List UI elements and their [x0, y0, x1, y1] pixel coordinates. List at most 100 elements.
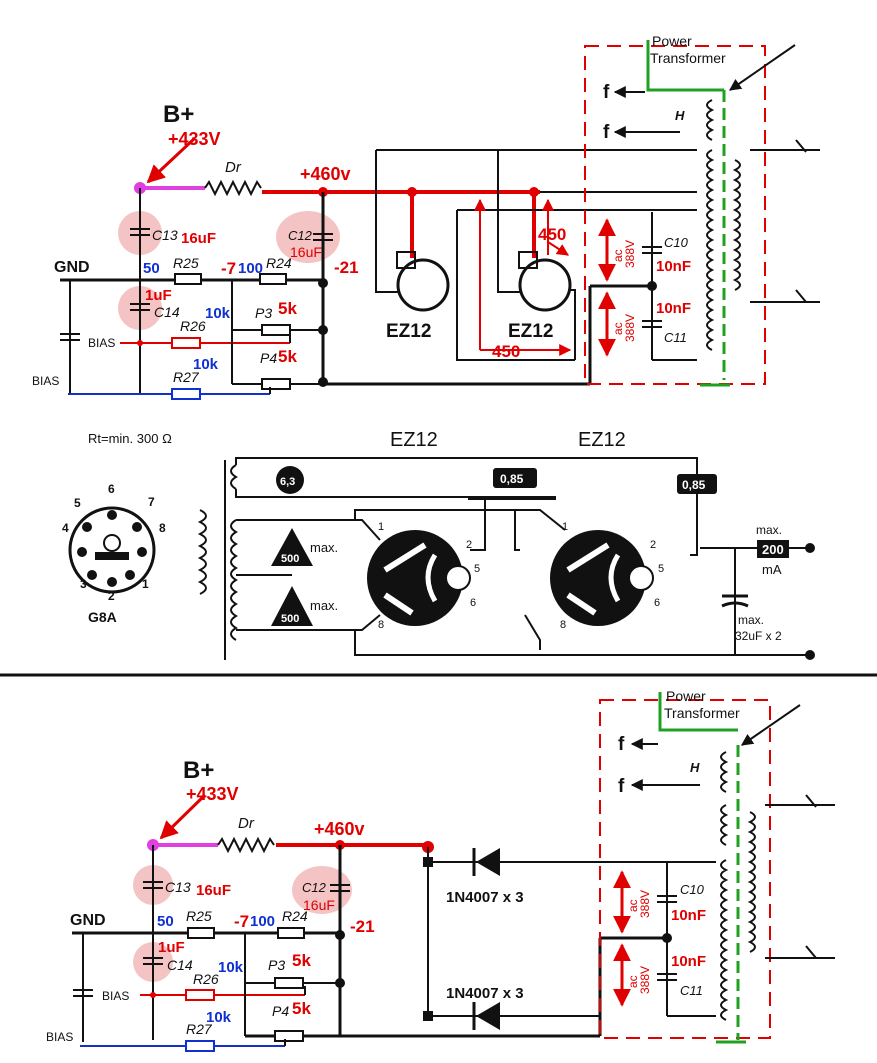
- middle-500a-label: 500: [281, 553, 299, 565]
- middle-085a-label: 0,85: [500, 472, 524, 486]
- top-p4-label: P4: [260, 350, 277, 366]
- p3-pot: [261, 324, 291, 336]
- heater-085-badge-2: [677, 474, 717, 494]
- heater-6-3-badge: [276, 466, 304, 494]
- top-neg7-label: -7: [221, 259, 236, 278]
- tube2-pin-6: 6: [654, 597, 660, 609]
- bottom-diode2-label: 1N4007 x 3: [446, 985, 524, 1002]
- top-bias2-label: BIAS: [32, 374, 59, 388]
- bottom-c10-label: C10: [680, 882, 705, 897]
- 500-triangle-1: [271, 528, 313, 566]
- bplus-arrow: [146, 136, 197, 184]
- socket-pin-6: 6: [108, 482, 115, 496]
- top-ac2-voltage: 388V: [623, 314, 637, 342]
- top-450b-label: 450: [492, 342, 520, 361]
- 500-triangle-2: [271, 586, 313, 626]
- bottom-p4-label: P4: [272, 1003, 289, 1019]
- top-rail-voltage: +460v: [300, 164, 351, 184]
- middle-socket-label: G8A: [88, 609, 117, 625]
- tube1-pin-6: 6: [470, 597, 476, 609]
- power-transformer-box: [584, 45, 766, 385]
- middle-085b-label: 0,85: [682, 478, 706, 492]
- top-gnd-label: GND: [54, 259, 90, 276]
- bottom-p4-value: 5k: [292, 999, 311, 1018]
- middle-200-label: 200: [762, 542, 784, 557]
- diode-2: [476, 1002, 500, 1030]
- ez12-tube-2: [518, 258, 572, 312]
- bottom-pt-line2: Transformer: [664, 705, 740, 721]
- tube1-pin-8: 8: [378, 619, 384, 631]
- top-f1-label: f: [603, 82, 610, 103]
- bottom-c10-value: 10nF: [671, 907, 706, 924]
- top-bias1-label: BIAS: [88, 336, 115, 350]
- top-dr-label: Dr: [225, 159, 242, 176]
- bottom-r25-label: R25: [186, 908, 212, 924]
- bottom-bplus-label: B+: [183, 757, 214, 784]
- bottom-10k-b-label: 10k: [206, 1009, 232, 1026]
- top-c14-label: C14: [154, 304, 180, 320]
- tube1-pin-5: 5: [474, 563, 480, 575]
- middle-maxd-label: max.: [738, 613, 764, 627]
- bottom-c13-label: C13: [165, 879, 191, 895]
- top-labels: B+ +433V Dr +460v C13 16uF C12 16uF GND …: [32, 33, 726, 388]
- bottom-rail-voltage: +460v: [314, 819, 365, 839]
- bottom-c13-value: 16uF: [196, 882, 231, 899]
- top-p3-label: P3: [255, 305, 272, 321]
- top-100-label: 100: [238, 260, 263, 277]
- top-r24-label: R24: [266, 255, 292, 271]
- top-ac2-label: ac: [611, 322, 625, 335]
- top-pt-line1: Power: [652, 33, 692, 49]
- socket-pin-8: 8: [159, 521, 166, 535]
- top-c11-label: C11: [664, 330, 687, 345]
- top-c11-value: 10nF: [656, 300, 691, 317]
- bottom-r27-label: R27: [186, 1021, 213, 1037]
- bottom-bias1-label: BIAS: [102, 989, 129, 1003]
- bottom-100-label: 100: [250, 913, 275, 930]
- top-50-label: 50: [143, 260, 160, 277]
- middle-tube1-label: EZ12: [390, 429, 438, 451]
- middle-rt-label: Rt=min. 300 Ω: [88, 431, 172, 446]
- bottom-pt-line1: Power: [666, 688, 706, 704]
- top-tube2-label: EZ12: [508, 321, 553, 342]
- middle-maxb-label: max.: [310, 598, 338, 613]
- tube2-pin-8: 8: [560, 619, 566, 631]
- 200ma-badge: [757, 540, 789, 558]
- bottom-ac1-label: ac: [626, 899, 640, 912]
- top-ac1-voltage: 388V: [623, 240, 637, 268]
- tube2-pin-5: 5: [658, 563, 664, 575]
- socket-pin-3: 3: [80, 577, 87, 591]
- bottom-h-label: H: [690, 760, 700, 775]
- bottom-b-voltage: +433V: [186, 784, 239, 804]
- top-r27-label: R27: [173, 369, 200, 385]
- bottom-c14-label: C14: [167, 957, 193, 973]
- bottom-dr-label: Dr: [238, 815, 255, 832]
- top-10k-a-label: 10k: [205, 305, 231, 322]
- socket-pin-2: 2: [108, 589, 115, 603]
- middle-tube2-label: EZ12: [578, 429, 626, 451]
- top-c10-label: C10: [664, 235, 689, 250]
- top-pt-line2: Transformer: [650, 50, 726, 66]
- top-c12-label: C12: [288, 228, 313, 243]
- bottom-c11-label: C11: [680, 983, 703, 998]
- bottom-p3-label: P3: [268, 957, 285, 973]
- top-f2-label: f: [603, 122, 610, 143]
- bottom-neg21-label: -21: [350, 917, 375, 936]
- tube2-pin-1: 1: [562, 521, 568, 533]
- bottom-ac2-voltage: 388V: [638, 966, 652, 994]
- top-p4-value: 5k: [278, 347, 297, 366]
- choke-symbol: [204, 179, 262, 197]
- top-450a-label: 450: [538, 225, 566, 244]
- r26-resistor: [171, 337, 201, 349]
- middle-maxc-label: max.: [756, 523, 782, 537]
- top-ac1-label: ac: [611, 249, 625, 262]
- bottom-labels: B+ +433V Dr +460v C13 16uF C12 16uF GND …: [46, 688, 740, 1044]
- top-c14-value: 1uF: [145, 287, 172, 304]
- middle-labels: Rt=min. 300 Ω EZ12 EZ12 6,3 0,85 0,85 50…: [62, 429, 784, 643]
- socket-pin-1: 1: [142, 577, 149, 591]
- tube1-pin-2: 2: [466, 539, 472, 551]
- bottom-c12-label: C12: [302, 880, 327, 895]
- middle-cap-label: 32uF x 2: [735, 629, 782, 643]
- socket-pin-7: 7: [148, 495, 155, 509]
- bottom-c14-value: 1uF: [158, 939, 185, 956]
